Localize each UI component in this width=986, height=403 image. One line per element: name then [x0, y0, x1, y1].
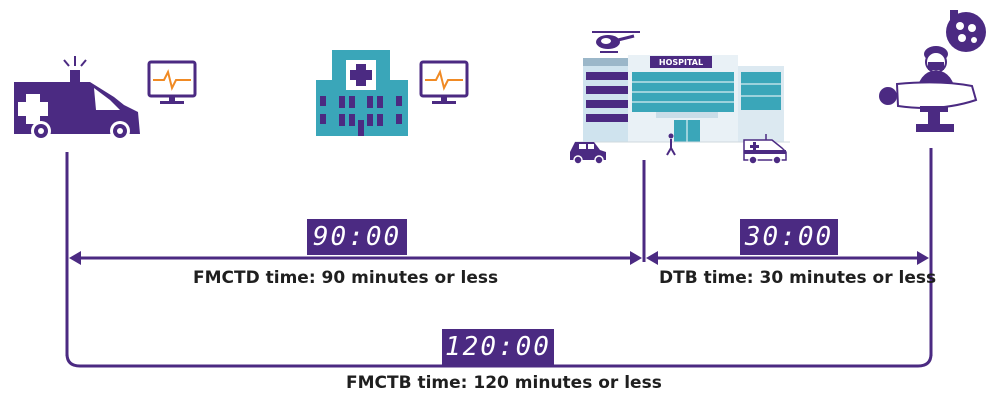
surgical-lamp-icon — [946, 10, 986, 52]
dtb-interval-arrow — [646, 251, 929, 265]
ambulance-icon — [743, 134, 787, 165]
monitor-icon — [419, 60, 469, 104]
fmctb-timer: 120:00 — [442, 329, 554, 365]
hospital-sign: HOSPITAL — [659, 58, 703, 67]
person-icon — [666, 133, 676, 156]
car-icon — [570, 142, 606, 165]
ambulance-icon — [14, 56, 140, 141]
dtb-timer: 30:00 — [740, 219, 838, 255]
hospital-building-icon: HOSPITAL — [575, 55, 790, 143]
clinic-building-icon — [316, 50, 408, 136]
fmctb-interval-bracket — [65, 353, 933, 368]
fmctb-label: FMCTB time: 120 minutes or less — [346, 373, 662, 393]
fmctd-interval-arrow — [69, 251, 642, 265]
dtb-label: DTB time: 30 minutes or less — [659, 268, 937, 288]
helicopter-icon — [592, 31, 640, 53]
fmctd-label: FMCTD time: 90 minutes or less — [193, 268, 499, 288]
surgeon-icon — [879, 46, 978, 132]
fmctd-timer: 90:00 — [307, 219, 407, 255]
monitor-icon — [147, 60, 197, 104]
